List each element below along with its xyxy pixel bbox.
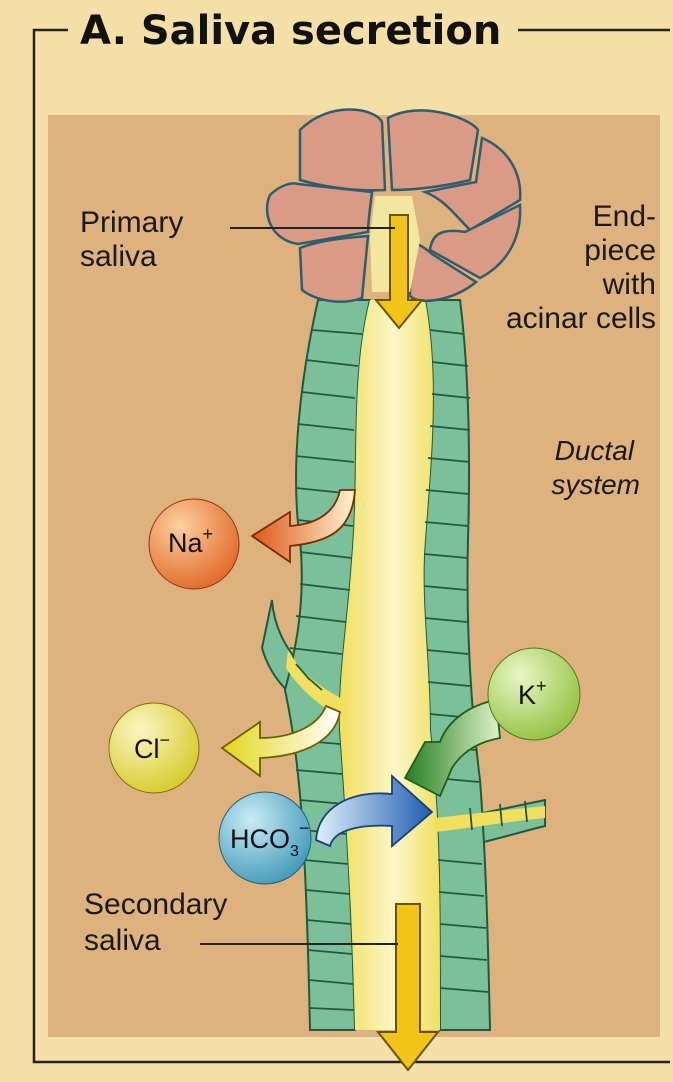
acinar-cell <box>388 110 478 190</box>
acinar-cell <box>300 110 385 191</box>
acinar-cell <box>300 236 368 302</box>
svg-text:saliva: saliva <box>84 924 161 957</box>
svg-text:Primary: Primary <box>80 206 183 239</box>
svg-text:acinar cells: acinar cells <box>506 302 656 335</box>
svg-text:with: with <box>602 268 656 301</box>
svg-text:piece: piece <box>584 234 656 267</box>
svg-text:system: system <box>551 469 640 500</box>
svg-text:Secondary: Secondary <box>84 888 227 921</box>
svg-text:saliva: saliva <box>80 240 157 273</box>
diagram-title: A. Saliva secretion <box>80 8 501 54</box>
svg-text:Ductal: Ductal <box>555 435 635 466</box>
svg-text:End-: End- <box>593 200 656 233</box>
acinar-cell <box>267 183 372 244</box>
